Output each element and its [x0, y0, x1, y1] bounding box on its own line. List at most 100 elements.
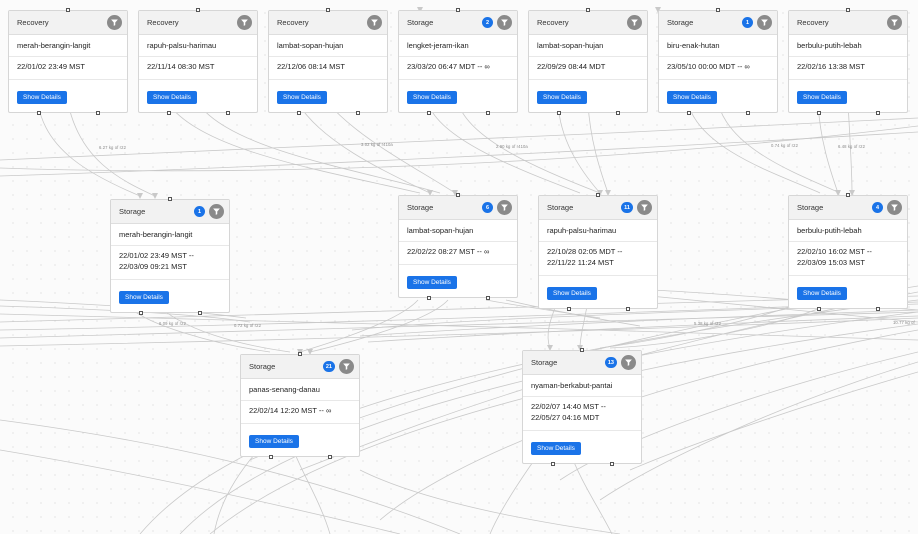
show-details-button[interactable]: Show Details [407, 90, 457, 104]
edge-weight-label: 0.72 kg of r22 [234, 323, 262, 328]
node-handle-top[interactable] [846, 193, 850, 197]
node-handle-bottom-left[interactable] [138, 310, 143, 315]
graph-node-n4[interactable]: Storage 2 lengket-jeram-ikan 23/03/20 06… [398, 8, 518, 115]
node-header: Storage 4 [789, 196, 907, 220]
show-details-button[interactable]: Show Details [667, 90, 717, 104]
filter-icon[interactable] [637, 200, 652, 215]
show-details-button[interactable]: Show Details [407, 275, 457, 289]
show-details-button[interactable]: Show Details [797, 286, 847, 300]
show-details-button[interactable]: Show Details [531, 441, 581, 455]
filter-icon[interactable] [887, 200, 902, 215]
filter-icon[interactable] [237, 15, 252, 30]
graph-node-n11[interactable]: Storage 4 berbulu-putih-lebah 22/02/10 1… [788, 193, 908, 311]
edge-weight-label: 5.38 kg of r22 [694, 321, 722, 326]
node-name-label: biru-enak-hutan [659, 35, 777, 57]
node-handle-bottom-right[interactable] [225, 110, 230, 115]
node-handle-bottom-right[interactable] [327, 454, 332, 459]
node-handle-bottom-right[interactable] [609, 461, 614, 466]
node-handle-bottom-left[interactable] [686, 110, 691, 115]
graph-node-n8[interactable]: Storage 1 merah-berangin-langit 22/01/02… [110, 197, 230, 315]
node-handle-top[interactable] [298, 352, 302, 356]
show-details-button[interactable]: Show Details [147, 90, 197, 104]
filter-icon[interactable] [497, 15, 512, 30]
graph-node-n13[interactable]: Storage 13 nyaman-berkabut-pantai 22/02/… [522, 348, 642, 466]
node-handle-bottom-left[interactable] [816, 110, 821, 115]
node-handle-bottom-right[interactable] [875, 110, 880, 115]
node-type-label: Recovery [537, 18, 569, 27]
graph-node-n6[interactable]: Storage 1 biru-enak-hutan 23/05/10 00:00… [658, 8, 778, 115]
node-handle-top[interactable] [580, 348, 584, 352]
node-handle-bottom-left[interactable] [426, 295, 431, 300]
graph-node-n12[interactable]: Storage 21 panas-senang-danau 22/02/14 1… [240, 352, 360, 459]
node-handle-bottom-right[interactable] [485, 110, 490, 115]
node-timestamp-label: 22/02/07 14:40 MST --22/05/27 04:16 MDT [523, 397, 641, 431]
node-handle-bottom-left[interactable] [296, 110, 301, 115]
node-name-label: berbulu-putih-lebah [789, 220, 907, 242]
node-handle-bottom-right[interactable] [95, 110, 100, 115]
graph-node-n5[interactable]: Recovery lambat-sopan-hujan 22/09/29 08:… [528, 8, 648, 115]
node-handle-top[interactable] [586, 8, 590, 12]
graph-node-n9[interactable]: Storage 6 lambat-sopan-hujan 22/02/22 08… [398, 193, 518, 300]
node-name-label: lambat-sopan-hujan [269, 35, 387, 57]
show-details-button[interactable]: Show Details [797, 90, 847, 104]
show-details-button[interactable]: Show Details [547, 286, 597, 300]
node-handle-top[interactable] [846, 8, 850, 12]
node-handle-top[interactable] [596, 193, 600, 197]
filter-icon[interactable] [627, 15, 642, 30]
filter-icon[interactable] [621, 355, 636, 370]
node-handle-bottom-right[interactable] [355, 110, 360, 115]
filter-icon[interactable] [107, 15, 122, 30]
node-handle-bottom-left[interactable] [550, 461, 555, 466]
show-details-button[interactable]: Show Details [277, 90, 327, 104]
node-handle-bottom-right[interactable] [197, 310, 202, 315]
node-handle-bottom-right[interactable] [875, 306, 880, 311]
node-handle-top[interactable] [716, 8, 720, 12]
node-count-badge: 4 [872, 202, 883, 213]
filter-icon[interactable] [757, 15, 772, 30]
node-footer: Show Details [529, 80, 647, 112]
node-header: Storage 11 [539, 196, 657, 220]
node-handle-top[interactable] [168, 197, 172, 201]
node-handle-bottom-left[interactable] [556, 110, 561, 115]
node-type-label: Storage [249, 362, 276, 371]
node-timestamp-label: 22/12/06 08:14 MST [269, 57, 387, 80]
node-timestamp-label: 23/05/10 00:00 MDT -- ∞ [659, 57, 777, 80]
node-handle-top[interactable] [326, 8, 330, 12]
node-handle-bottom-left[interactable] [268, 454, 273, 459]
graph-node-n3[interactable]: Recovery lambat-sopan-hujan 22/12/06 08:… [268, 8, 388, 115]
show-details-button[interactable]: Show Details [537, 90, 587, 104]
node-handle-bottom-left[interactable] [566, 306, 571, 311]
graph-node-n1[interactable]: Recovery merah-berangin-langit 22/01/02 … [8, 8, 128, 115]
filter-icon[interactable] [367, 15, 382, 30]
node-header: Storage 1 [111, 200, 229, 224]
graph-node-n2[interactable]: Recovery rapuh-palsu-harimau 22/11/14 08… [138, 8, 258, 115]
node-handle-bottom-right[interactable] [485, 295, 490, 300]
node-handle-bottom-right[interactable] [745, 110, 750, 115]
node-handle-top[interactable] [196, 8, 200, 12]
node-timestamp-label: 22/02/22 08:27 MST -- ∞ [399, 242, 517, 265]
filter-icon[interactable] [887, 15, 902, 30]
graph-node-n10[interactable]: Storage 11 rapuh-palsu-harimau 22/10/28 … [538, 193, 658, 311]
node-handle-bottom-left[interactable] [36, 110, 41, 115]
show-details-button[interactable]: Show Details [119, 290, 169, 304]
node-handle-bottom-left[interactable] [816, 306, 821, 311]
node-type-label: Storage [407, 203, 434, 212]
node-handle-bottom-right[interactable] [625, 306, 630, 311]
show-details-button[interactable]: Show Details [17, 90, 67, 104]
node-header: Recovery [139, 11, 257, 35]
node-handle-bottom-left[interactable] [166, 110, 171, 115]
node-handle-top[interactable] [456, 8, 460, 12]
node-handle-top[interactable] [66, 8, 70, 12]
node-name-label: rapuh-palsu-harimau [139, 35, 257, 57]
node-timestamp-label: 22/10/28 02:05 MDT --22/11/22 11:24 MST [539, 242, 657, 276]
node-handle-top[interactable] [456, 193, 460, 197]
node-handle-bottom-right[interactable] [615, 110, 620, 115]
node-count-badge: 21 [322, 361, 335, 372]
filter-icon[interactable] [339, 359, 354, 374]
filter-icon[interactable] [209, 204, 224, 219]
node-handle-bottom-left[interactable] [426, 110, 431, 115]
graph-node-n7[interactable]: Recovery berbulu-putih-lebah 22/02/16 13… [788, 8, 908, 115]
show-details-button[interactable]: Show Details [249, 434, 299, 448]
filter-icon[interactable] [497, 200, 512, 215]
